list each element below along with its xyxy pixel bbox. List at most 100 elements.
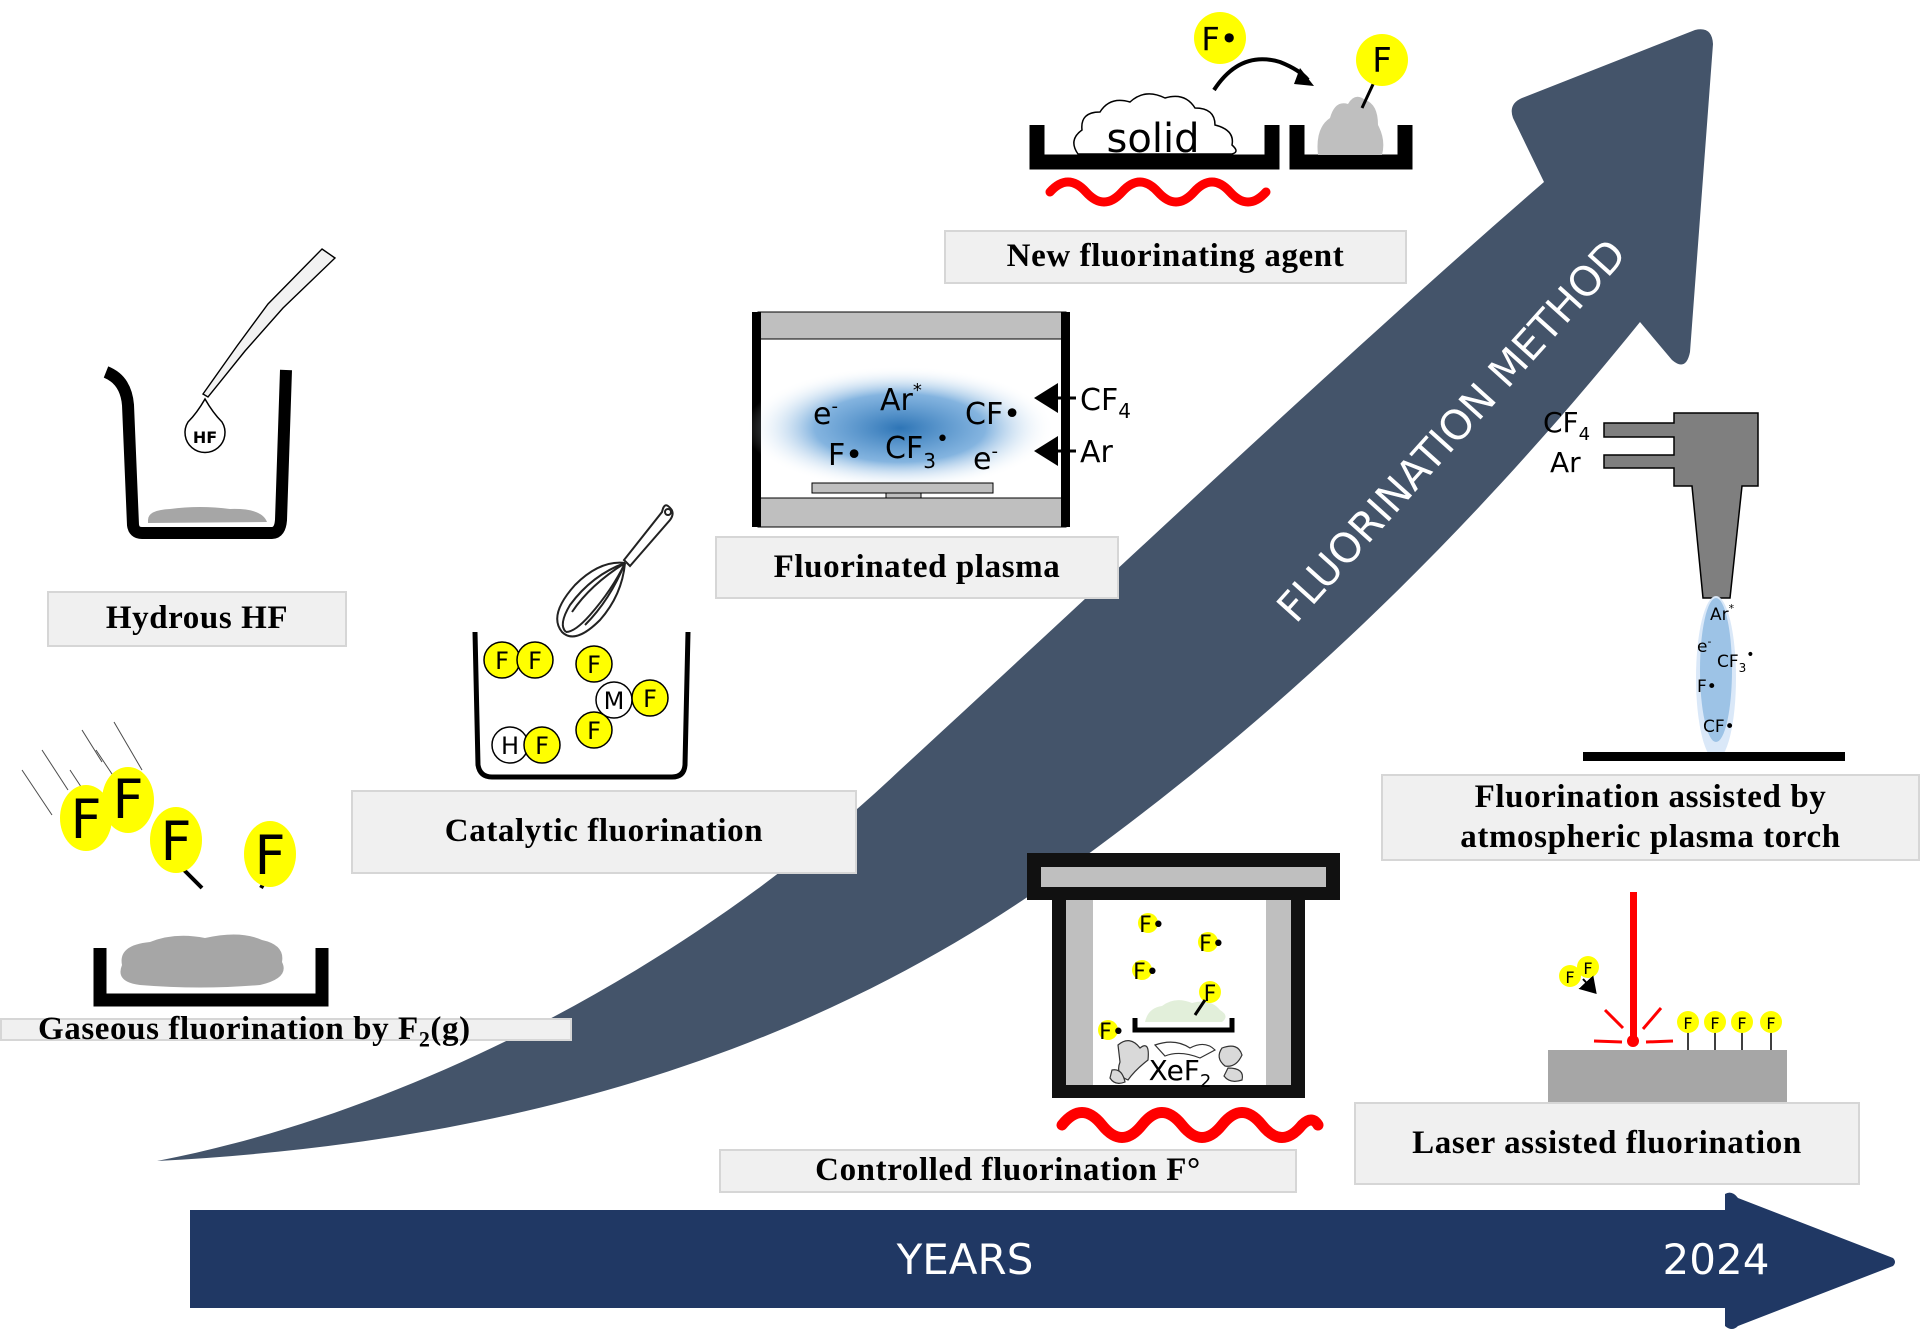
- laser-sparks-icon: [1593, 1007, 1674, 1044]
- species-cf-radical: CF•: [965, 397, 1021, 432]
- radical-label: F•: [1199, 932, 1225, 957]
- fluorine-atom: [575, 711, 613, 749]
- jet-species-cf: CF•: [1703, 717, 1735, 737]
- atom-label: F: [587, 651, 601, 679]
- fluorine-label: F: [160, 810, 191, 873]
- fluorine-label: F: [70, 788, 101, 851]
- incoming-arrow-icon: [1578, 975, 1597, 994]
- radical-label: F•: [1133, 960, 1159, 985]
- molecule-hf: H F: [491, 726, 561, 764]
- years-axis-label: YEARS: [896, 1235, 1034, 1284]
- solid-label: solid: [1107, 116, 1200, 162]
- laser-spot: [1627, 1035, 1639, 1047]
- torch-input-ar: Ar: [1550, 446, 1581, 479]
- species-electron: e-: [813, 396, 838, 432]
- dish-icon: [1029, 125, 1280, 170]
- species-cf3-radical: CF3•: [885, 427, 949, 473]
- gaseous-fluorination-illustration: F F F F: [21, 721, 329, 1007]
- fluorine-label: F: [1737, 1014, 1746, 1033]
- jet-species-cf3: CF3•: [1717, 647, 1755, 675]
- new-agent-illustration: solid F• F: [1029, 12, 1413, 207]
- chamber-right-wall: [1061, 312, 1070, 527]
- fluorine-label: F: [1710, 1014, 1719, 1033]
- atom-label: F: [495, 647, 509, 675]
- fluorine-label: F: [1372, 41, 1392, 81]
- hf-droplet-label: HF: [193, 428, 217, 447]
- radical-label: F•: [1139, 913, 1165, 938]
- transfer-arrow-icon: [1212, 57, 1310, 92]
- heat-wave-icon: [1056, 1107, 1324, 1143]
- plasma-glow: [745, 366, 1055, 490]
- label-plasma-torch: Fluorination assisted by atmospheric pla…: [1381, 774, 1920, 861]
- fluorine-atom: [1731, 1011, 1753, 1033]
- chamber-bottom-plate: [757, 497, 1067, 528]
- fluorine-radical-label: F•: [1201, 20, 1238, 58]
- fluorine-atom: [1760, 1011, 1782, 1033]
- label-catalytic-fluorination: Catalytic fluorination: [351, 790, 857, 874]
- species-f-radical: F•: [828, 438, 863, 473]
- reactor-lid-inner: [1041, 867, 1326, 887]
- sample-holder: [811, 482, 994, 494]
- fluorine-radical-atom: [1198, 932, 1218, 952]
- sample-green-solid: [1145, 1000, 1226, 1022]
- fluorine-radical-atom: [1194, 12, 1246, 64]
- years-arrow-shape: [190, 1192, 1895, 1329]
- laser-fluorination-illustration: F F F F F F: [1548, 892, 1787, 1106]
- residue-layer: [148, 507, 267, 523]
- label-text: Catalytic fluorination: [444, 813, 764, 850]
- fluorine-atom: [1356, 34, 1408, 86]
- radical-label: F•: [1099, 1020, 1125, 1045]
- years-axis-end-label: 2024: [1663, 1235, 1770, 1284]
- fluorine-label: F: [112, 768, 143, 831]
- label-text: Fluorinated plasma: [773, 548, 1061, 585]
- fluorinated-solid: [1317, 96, 1384, 155]
- pipette-icon: [201, 248, 337, 398]
- label-text: Laser assisted fluorination: [1412, 1124, 1802, 1161]
- method-arrow-shape: [157, 29, 1713, 1162]
- fluorine-atom: [516, 641, 554, 679]
- atom-label: F: [528, 647, 542, 675]
- transfer-arrowhead-icon: [1294, 68, 1314, 86]
- fluorine-radical-atom: [1199, 981, 1221, 1003]
- fluorine-atom: [102, 767, 154, 833]
- fluorine-radical-atom: [1098, 1020, 1118, 1040]
- sample-pedestal: [885, 492, 922, 499]
- fluorine-radical-atom: [1132, 960, 1152, 980]
- catalytic-fluorination-illustration: F F F M F F H F: [472, 504, 691, 780]
- fluorine-label: F: [1683, 1014, 1692, 1033]
- xef2-crystals-icon: [1109, 1040, 1244, 1084]
- label-fluorinated-plasma: Fluorinated plasma: [715, 536, 1119, 599]
- bond-line: [1193, 999, 1207, 1016]
- label-hydrous-hf: Hydrous HF: [47, 591, 347, 647]
- bonded-fluorine-label: F: [1204, 982, 1217, 1007]
- species-argon-excited: Ar*: [880, 380, 922, 418]
- fluorine-label: F: [1583, 959, 1592, 978]
- fluorine-label: F: [254, 824, 285, 887]
- label-new-fluorinating-agent: New fluorinating agent: [944, 230, 1407, 284]
- atom-label: F: [535, 732, 549, 760]
- atom-label: H: [501, 732, 519, 760]
- jet-species-e: e-: [1697, 635, 1711, 657]
- grafted-fluorine-row: F F F F: [1677, 1011, 1782, 1050]
- label-controlled-fluorination: Controlled fluorination F°: [719, 1149, 1297, 1193]
- species-electron: e-: [973, 441, 998, 477]
- label-text-line2: atmospheric plasma torch: [1460, 818, 1841, 855]
- fluorine-atom: [631, 679, 669, 717]
- label-text: Controlled fluorination F°: [815, 1152, 1201, 1189]
- atom-label: F: [643, 685, 657, 713]
- plasma-jet-core: [1700, 598, 1732, 742]
- torch-substrate: [1583, 752, 1845, 761]
- hf-droplet-icon: [184, 397, 226, 454]
- jet-species-f: F•: [1697, 677, 1717, 697]
- heat-wave-icon: [1045, 177, 1271, 207]
- fluorine-atom: [1559, 965, 1581, 987]
- hydrous-hf-illustration: HF: [103, 248, 337, 539]
- gas-input-cf4: CF4: [1080, 383, 1131, 423]
- dish-icon: [93, 948, 329, 1007]
- fluorine-atom: [1577, 956, 1599, 978]
- plasma-torch-illustration: CF4 Ar Ar* e- CF3• F• CF•: [1543, 406, 1845, 761]
- fluorine-atom: [575, 645, 613, 683]
- controlled-fluorination-illustration: XeF2 F• F• F• F• F: [1027, 853, 1340, 1143]
- fluorinated-plasma-illustration: e- Ar* CF• F• CF3• e- CF4 Ar: [745, 311, 1131, 528]
